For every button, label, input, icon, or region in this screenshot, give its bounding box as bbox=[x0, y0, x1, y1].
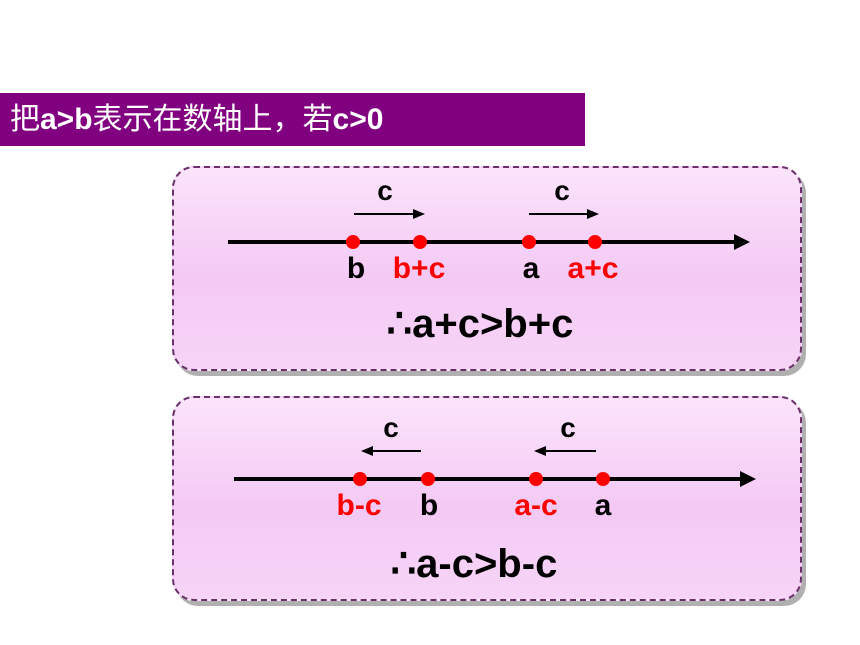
point-b-plus-c bbox=[413, 235, 427, 249]
arrow-left-icon bbox=[534, 446, 546, 456]
conclusion-addition: ∴a+c>b+c bbox=[387, 302, 574, 346]
label-a-minus-c: a-c bbox=[514, 489, 557, 522]
arrow-left-icon bbox=[361, 446, 373, 456]
label-a: a bbox=[595, 489, 612, 522]
point-b-minus-c bbox=[353, 472, 367, 486]
point-b bbox=[421, 472, 435, 486]
title-prefix: 把 bbox=[10, 102, 40, 137]
label-b-minus-c: b-c bbox=[337, 489, 382, 522]
conclusion-subtraction: ∴a-c>b-c bbox=[391, 542, 558, 586]
bottom-axis-arrowhead-icon bbox=[740, 471, 756, 487]
title-middle: 表示在数轴上，若 bbox=[92, 102, 333, 137]
title-condition: c>0 bbox=[332, 103, 384, 136]
addition-panel bbox=[172, 166, 802, 371]
top-arrow-label-1: c bbox=[377, 175, 393, 206]
point-a-minus-c bbox=[529, 472, 543, 486]
title-bar: 把a>b表示在数轴上，若c>0 bbox=[0, 93, 585, 146]
point-a bbox=[596, 472, 610, 486]
bottom-arrow-label-1: c bbox=[383, 412, 399, 443]
label-b: b bbox=[420, 489, 438, 522]
subtraction-panel bbox=[172, 396, 802, 601]
point-a bbox=[522, 235, 536, 249]
point-a-plus-c bbox=[588, 235, 602, 249]
label-b: b bbox=[347, 252, 365, 285]
label-a: a bbox=[523, 252, 540, 285]
arrow-right-icon bbox=[413, 209, 425, 219]
title-inequality-a-b: a>b bbox=[40, 103, 93, 136]
label-a-plus-c: a+c bbox=[568, 252, 619, 285]
label-b-plus-c: b+c bbox=[393, 252, 446, 285]
top-arrow-label-2: c bbox=[554, 175, 570, 206]
top-axis-arrowhead-icon bbox=[734, 234, 750, 250]
arrow-right-icon bbox=[587, 209, 599, 219]
bottom-arrow-label-2: c bbox=[560, 412, 576, 443]
point-b bbox=[346, 235, 360, 249]
